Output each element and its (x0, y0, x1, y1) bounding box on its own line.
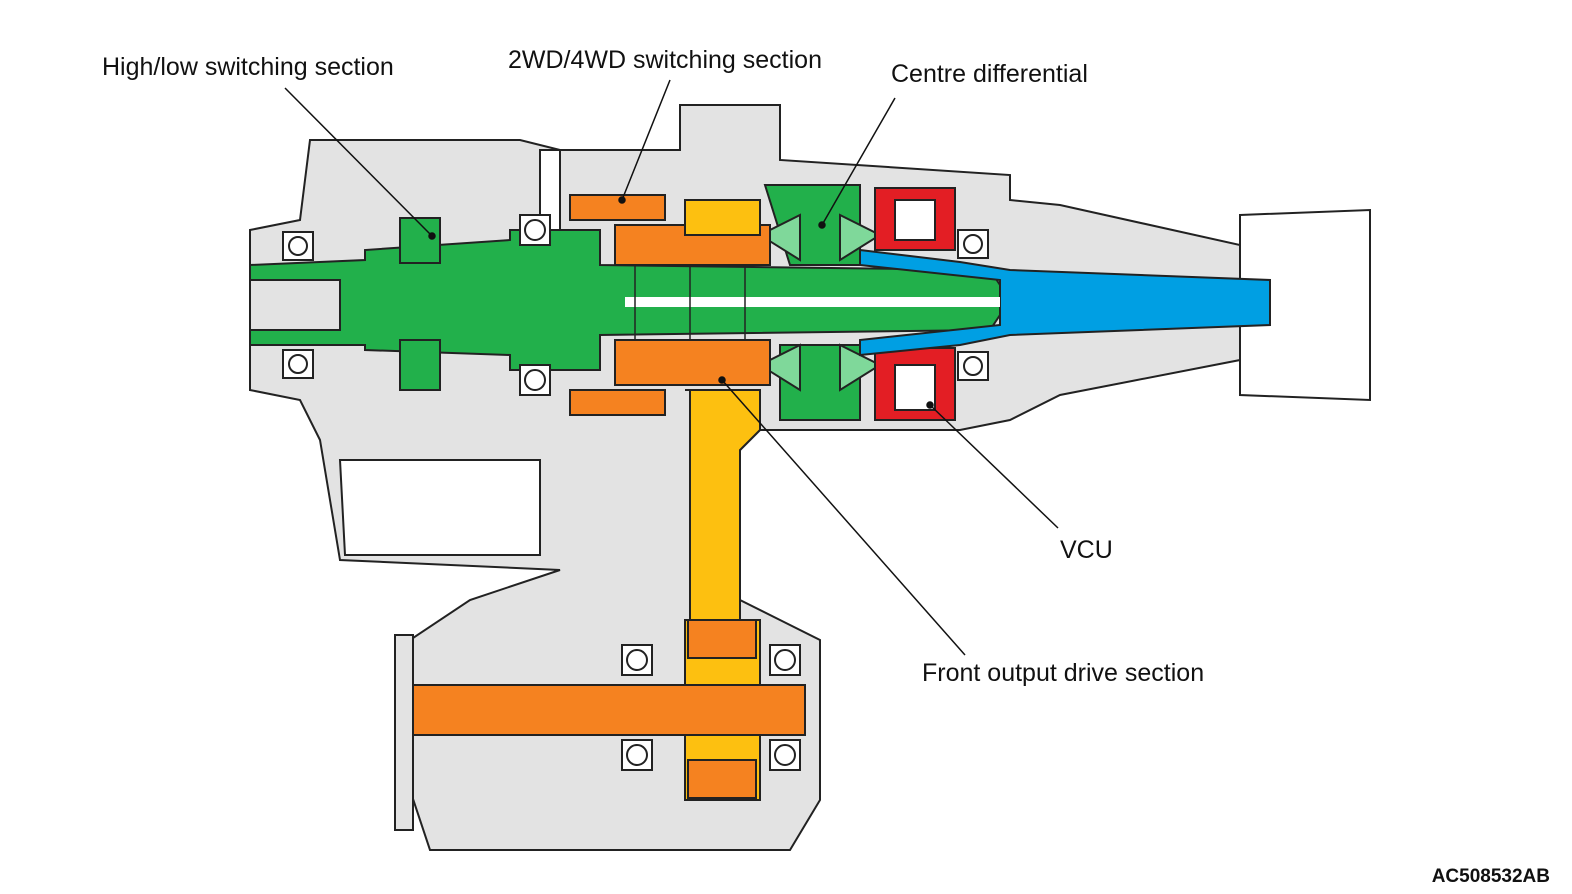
label-centre-differential: Centre differential (891, 60, 1088, 88)
label-2wd-4wd-switching: 2WD/4WD switching section (508, 46, 822, 74)
bearings (282, 214, 989, 771)
leader-front-output (721, 379, 966, 656)
rear-output-shaft (859, 248, 1271, 357)
leader-high-low (284, 87, 433, 237)
leader-vcu (929, 404, 1059, 529)
leader-2wd-4wd (621, 79, 671, 201)
label-front-output-drive: Front output drive section (922, 659, 1205, 687)
front-output-shaft (394, 619, 806, 831)
shaft-centerline (625, 265, 1000, 340)
leader-centre-diff (821, 97, 896, 226)
label-high-low-switching: High/low switching section (102, 53, 394, 81)
label-vcu: VCU (1060, 536, 1113, 564)
vcu (874, 187, 956, 421)
figure-code: AC508532AB (1431, 866, 1550, 887)
centre-differential-gears (757, 213, 883, 392)
leader-lines (284, 79, 1059, 656)
